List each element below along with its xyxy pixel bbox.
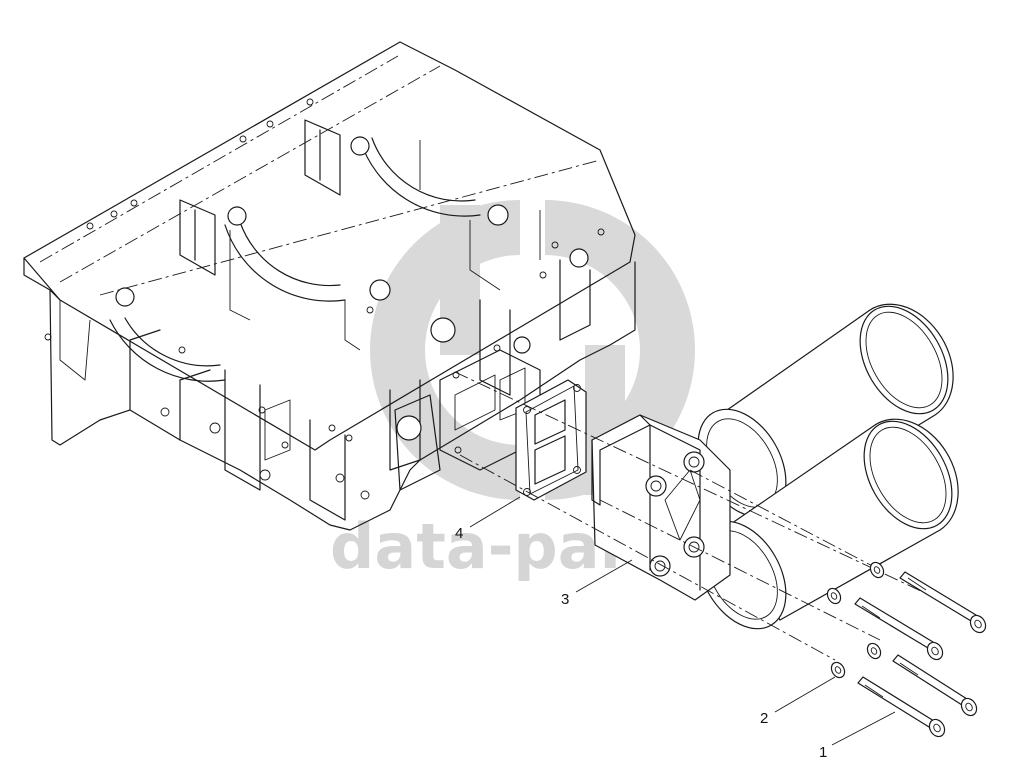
gasket [515, 379, 587, 501]
washer [869, 561, 885, 579]
callout-3-label: 3 [561, 591, 569, 608]
callout-4-label: 4 [455, 525, 463, 542]
washers [826, 561, 885, 679]
bolt [892, 654, 978, 717]
engine-block [23, 41, 636, 531]
callout-1: 1 [819, 711, 896, 761]
assembly-lines [454, 371, 941, 661]
callout-4: 4 [455, 496, 521, 542]
callout-2-label: 2 [760, 710, 768, 727]
bolt [899, 571, 987, 634]
washer [866, 642, 882, 660]
bolts [854, 571, 987, 738]
callouts: 1 2 3 4 [455, 496, 896, 761]
callout-2: 2 [760, 676, 836, 727]
callout-1-label: 1 [819, 744, 827, 761]
bolt [857, 676, 946, 738]
filter-cartridge-lower [697, 418, 959, 630]
bolt [854, 597, 944, 661]
oil-filter-housing [591, 303, 959, 630]
callout-3: 3 [561, 559, 633, 608]
deck-holes [44, 98, 605, 500]
washer [830, 661, 846, 679]
washer [826, 587, 842, 605]
